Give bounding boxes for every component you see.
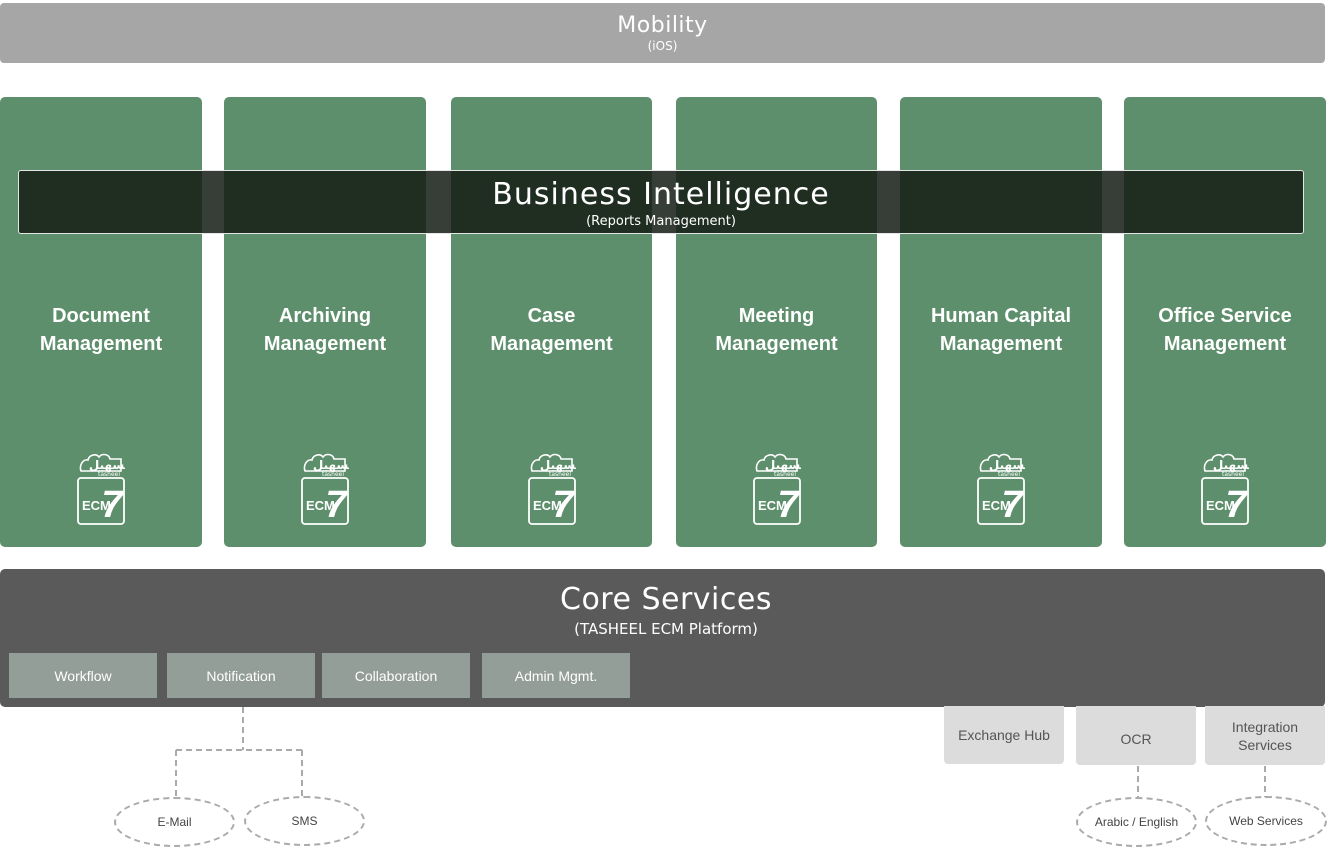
svg-text:ECM: ECM	[982, 498, 1011, 513]
tasheel-ecm7-logo: تسهيلtasheelECM7	[527, 451, 580, 526]
svg-text:ECM: ECM	[758, 498, 787, 513]
svg-text:tasheel: tasheel	[773, 471, 795, 478]
tasheel-ecm7-logo: تسهيلtasheelECM7	[301, 451, 353, 526]
side-exchange-hub[interactable]: Exchange Hub	[944, 706, 1064, 764]
mobility-subtitle: (iOS)	[647, 39, 678, 53]
tasheel-ecm7-logo: تسهيلtasheelECM7	[1201, 451, 1253, 526]
mobility-bar: Mobility (iOS)	[0, 3, 1325, 63]
svg-text:ECM: ECM	[533, 498, 562, 513]
endpoint-email: E-Mail	[114, 797, 235, 847]
svg-text:7: 7	[1001, 484, 1024, 525]
tasheel-ecm7-logo: تسهيلtasheelECM7	[77, 451, 129, 526]
notification-connector	[175, 707, 303, 797]
svg-text:tasheel: tasheel	[98, 471, 120, 478]
svg-text:تسهيل: تسهيل	[89, 458, 125, 472]
tasheel-ecm7-logo-mark: تسهيلtasheelECM7	[752, 453, 805, 526]
side-ocr[interactable]: OCR	[1076, 706, 1196, 765]
core-services-subtitle: (TASHEEL ECM Platform)	[574, 620, 758, 638]
bi-title: Business Intelligence	[492, 177, 830, 212]
svg-text:tasheel: tasheel	[998, 471, 1020, 478]
svg-text:7: 7	[101, 484, 124, 525]
tasheel-ecm7-logo-mark: تسهيلtasheelECM7	[977, 453, 1029, 526]
svg-text:tasheel: tasheel	[1222, 471, 1244, 478]
svg-text:7: 7	[777, 484, 800, 525]
svg-text:تسهيل: تسهيل	[539, 458, 575, 472]
svg-text:7: 7	[552, 484, 575, 525]
endpoint-sms: SMS	[244, 796, 365, 846]
tasheel-ecm7-logo: تسهيلtasheelECM7	[752, 451, 805, 526]
svg-text:تسهيل: تسهيل	[313, 458, 349, 472]
side-integration-services[interactable]: Integration Services	[1205, 706, 1325, 765]
svg-text:ECM: ECM	[1206, 498, 1235, 513]
svg-text:7: 7	[1225, 484, 1248, 525]
endpoint-web-services: Web Services	[1205, 796, 1327, 846]
tasheel-ecm7-logo-mark: تسهيلtasheelECM7	[527, 453, 580, 526]
svg-text:ECM: ECM	[82, 498, 111, 513]
tasheel-ecm7-logo-mark: تسهيلtasheelECM7	[1201, 453, 1253, 526]
service-collaboration[interactable]: Collaboration	[322, 653, 470, 698]
bi-subtitle: (Reports Management)	[586, 214, 736, 229]
mobility-title: Mobility	[617, 13, 708, 38]
tasheel-ecm7-logo: تسهيلtasheelECM7	[977, 451, 1029, 526]
tasheel-ecm7-logo-mark: تسهيلtasheelECM7	[301, 453, 353, 526]
service-workflow[interactable]: Workflow	[9, 653, 157, 698]
svg-text:تسهيل: تسهيل	[1213, 458, 1249, 472]
svg-text:tasheel: tasheel	[548, 471, 570, 478]
svg-text:تسهيل: تسهيل	[764, 458, 800, 472]
endpoint-arabic-english: Arabic / English	[1076, 797, 1197, 847]
core-services-title: Core Services	[560, 582, 772, 617]
service-admin-mgmt[interactable]: Admin Mgmt.	[482, 653, 630, 698]
business-intelligence-bar[interactable]: Business Intelligence (Reports Managemen…	[18, 170, 1304, 234]
svg-text:تسهيل: تسهيل	[989, 458, 1025, 472]
svg-text:ECM: ECM	[306, 498, 335, 513]
service-notification[interactable]: Notification	[167, 653, 315, 698]
tasheel-ecm7-logo-mark: تسهيلtasheelECM7	[77, 453, 129, 526]
svg-text:7: 7	[325, 484, 348, 525]
svg-text:tasheel: tasheel	[322, 471, 344, 478]
